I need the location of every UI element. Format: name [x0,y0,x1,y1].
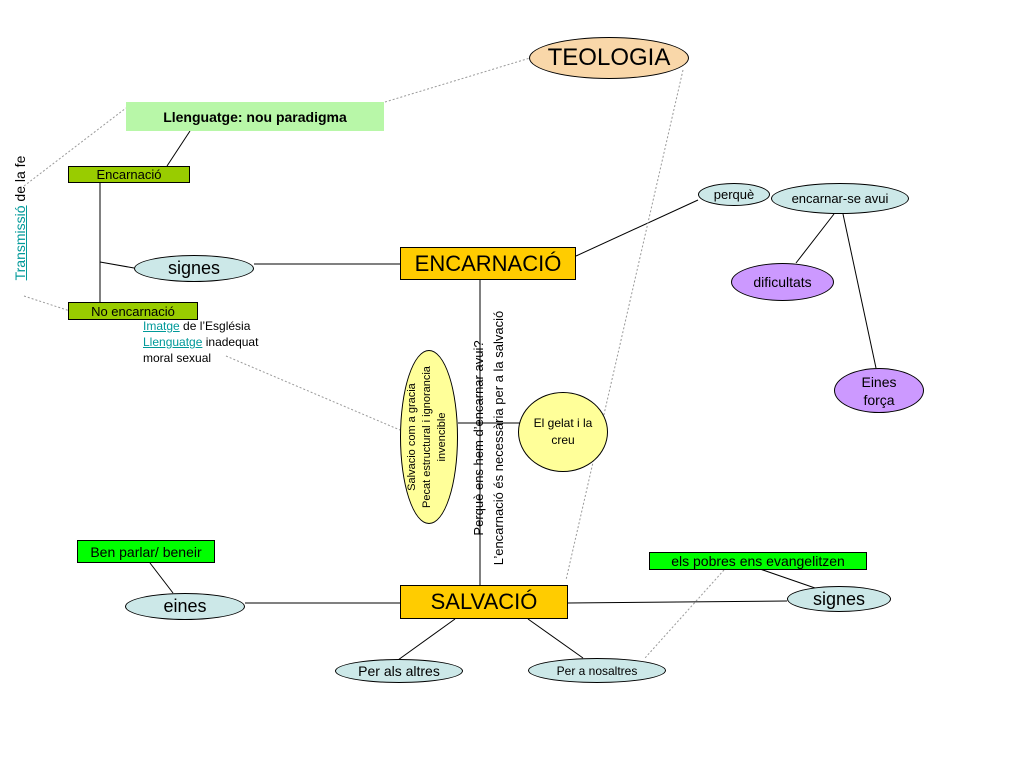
note-imatge-text: de l’Església [179,319,251,333]
transmissio-label: Transmissió de la fe [10,138,30,298]
perque-vertical-text: Perquè ens hem d’encarnar avui? L’encarn… [469,298,509,578]
transmissio-link[interactable]: Transmissió [12,205,28,281]
dotted-notes-salvacio [225,355,401,431]
signes-right-label: signes [812,588,866,609]
salvacio-gracia-node[interactable]: Salvacio com a gracia Pecat estructural … [400,350,458,524]
connector-salvacio-nosaltres [527,618,584,659]
pobres-node[interactable]: els pobres ens evangelitzen [649,552,867,570]
eines-left-node[interactable]: eines [125,593,245,620]
dotted-teologia-salvacio [565,69,684,581]
note-imatge-link[interactable]: Imatge [143,319,180,333]
pobres-label: els pobres ens evangelitzen [671,553,845,569]
connector-salvacio-signes [567,600,788,604]
note-llenguatge-text: inadequat [202,335,259,349]
eines-left-label: eines [163,596,207,616]
dotted-transmissio-noencarnacio [23,295,71,312]
gelat-creu-node[interactable]: El gelat i la creu [518,392,608,472]
perque-vertical-line-1: Perquè ens hem d’encarnar avui? [471,340,486,536]
note-imatge: Imatge de l’Església [143,318,258,334]
dotted-pobres-nosaltres [644,569,725,659]
dificultats-label: dificultats [753,274,812,290]
connector-pobres-signes [759,568,816,589]
eines-forca-label: Eines força [861,373,897,408]
connector-llenguatge-encarnacio [166,130,191,167]
per-altres-node[interactable]: Per als altres [335,659,463,683]
no-encarnacio-node[interactable]: No encarnació [68,302,198,320]
notes-list: Imatge de l’Església Llenguatge inadequa… [143,318,258,366]
eines-forca-node[interactable]: Eines força [834,368,924,413]
connector-avui-eines [842,213,877,369]
no-encarnacio-label: No encarnació [91,303,175,319]
connector-salvacio-altres [397,618,456,661]
ben-parlar-label: Ben parlar/ beneir [90,543,202,560]
per-altres-label: Per als altres [358,663,440,679]
salvacio-line-2: Pecat estructural i ignorancia [421,366,433,508]
encarnacio-main-label: ENCARNACIÓ [414,250,562,276]
salvacio-line-3: invencible [436,412,448,462]
encarnacio-small-label: Encarnació [96,167,162,182]
note-llenguatge-link[interactable]: Llenguatge [143,335,203,349]
encarnacio-small-node[interactable]: Encarnació [68,166,190,183]
teologia-node[interactable]: TEOLOGIA [529,37,689,79]
transmissio-text: de la fe [12,155,28,206]
salvacio-gracia-text: Salvacio com a gracia Pecat estructural … [405,362,455,512]
perque-vertical-line-2: L’encarnació és necessària per a la salv… [491,310,506,566]
signes-right-node[interactable]: signes [787,586,891,612]
encarnar-avui-label: encarnar-se avui [791,191,889,206]
perque-label: perquè [713,187,755,202]
gelat-creu-label: El gelat i la creu [533,416,593,447]
encarnacio-main-node[interactable]: ENCARNACIÓ [400,247,576,280]
salvacio-line-1: Salvacio com a gracia [406,383,418,491]
perque-node[interactable]: perquè [698,183,770,206]
llenguatge-label: Llenguatge: nou paradigma [163,108,347,125]
per-nosaltres-node[interactable]: Per a nosaltres [528,658,666,683]
connector-avui-dificultats [795,213,835,264]
per-nosaltres-label: Per a nosaltres [556,663,638,678]
note-moral: moral sexual [143,350,258,366]
ben-parlar-node[interactable]: Ben parlar/ beneir [77,540,215,563]
connector-vertical-signes [99,261,135,269]
signes-left-label: signes [167,258,221,278]
dificultats-node[interactable]: dificultats [731,263,834,301]
llenguatge-node[interactable]: Llenguatge: nou paradigma [126,102,384,131]
note-llenguatge: Llenguatge inadequat [143,334,258,350]
salvacio-main-label: SALVACIÓ [430,589,538,614]
signes-left-node[interactable]: signes [134,255,254,282]
connector-encarnacio-perque [575,199,699,257]
encarnar-avui-node[interactable]: encarnar-se avui [771,183,909,214]
note-moral-text: moral sexual [143,351,212,365]
salvacio-main-node[interactable]: SALVACIÓ [400,585,568,619]
dotted-llenguatge-teologia [384,57,531,103]
dotted-transmissio-llenguatge [23,107,127,187]
teologia-label: TEOLOGIA [547,44,671,71]
connector-benparlar-eines [149,562,174,594]
